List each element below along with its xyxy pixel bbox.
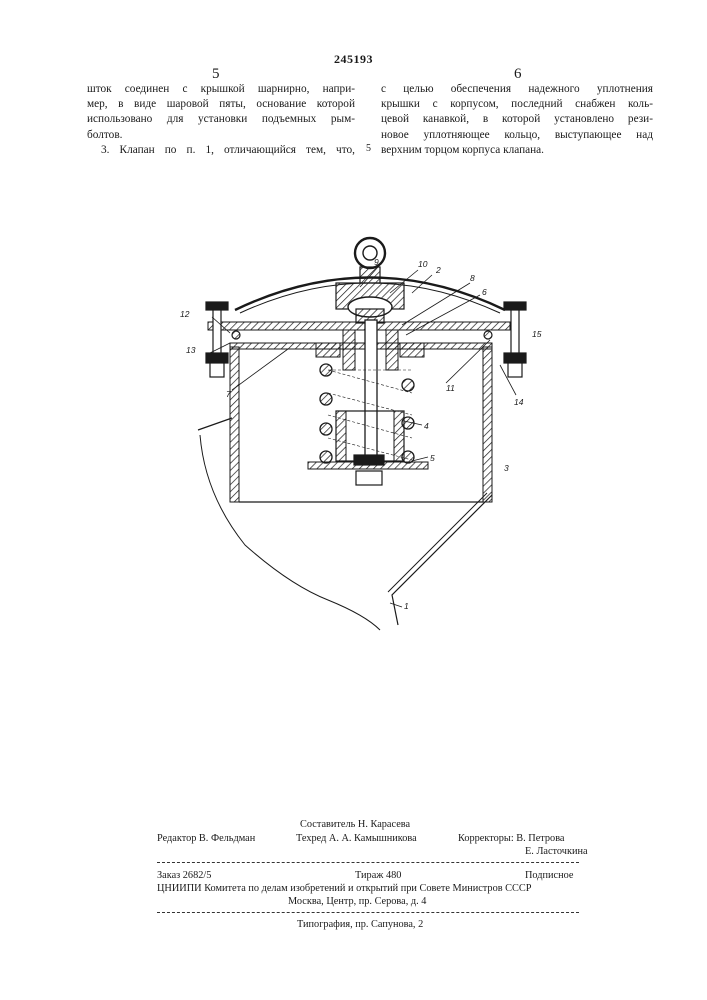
left-column-text: шток соединен с крышкой шарнирно, напри-… [87,82,355,158]
techred: Техред А. А. Камышникова [296,832,417,845]
address: Москва, Центр, пр. Серова, д. 4 [288,895,426,908]
label-9: 9 [374,257,379,267]
label-15: 15 [532,329,542,339]
right-column-text: с целью обеспечения надежного уплотнения… [381,82,653,158]
left-line: использовано для установки подъемных рым… [87,112,355,127]
left-line: болтов. [87,128,355,143]
valve-stem [365,320,377,460]
label-8: 8 [470,273,475,283]
left-line: 3. Клапан по п. 1, отличающийся тем, что… [87,143,355,158]
valve-drawing: 9 10 2 8 6 12 15 13 7 11 14 4 5 3 1 [150,225,550,635]
left-line: мер, в виде шаровой пяты, основание кото… [87,97,355,112]
label-11: 11 [446,383,455,393]
print-run: Тираж 480 [355,869,401,882]
label-7: 7 [226,389,231,399]
right-line: с целью обеспечения надежного уплотнения [381,82,653,97]
right-line: верхним торцом корпуса клапана. [381,143,653,158]
institute: ЦНИИПИ Комитета по делам изобретений и о… [157,882,579,895]
order-number: Заказ 2682/5 [157,869,211,882]
label-10: 10 [418,259,428,269]
left-line: шток соединен с крышкой шарнирно, напри- [87,82,355,97]
margin-line-number: 5 [366,143,371,154]
patent-number: 245193 [0,52,707,67]
label-3: 3 [504,463,509,473]
compiler: Составитель Н. Карасева [300,818,410,831]
top-flange [208,322,510,330]
divider [157,912,579,913]
label-2: 2 [435,265,441,275]
label-4: 4 [424,421,429,431]
label-13: 13 [186,345,196,355]
subscription: Подписное [525,869,573,882]
correctors: Корректоры: В. Петрова [458,832,565,845]
left-column-number: 5 [212,66,220,83]
right-line: крышки с корпусом, последний снабжен кол… [381,97,653,112]
printer: Типография, пр. Сапунова, 2 [297,918,423,931]
ball-joint [336,283,404,323]
editor: Редактор В. Фельдман [157,832,255,845]
right-line: новое уплотняющее кольцо, выступающее на… [381,128,653,143]
right-line: цевой канавкой, в которой установлено ре… [381,112,653,127]
label-6: 6 [482,287,487,297]
divider [157,862,579,863]
right-column-number: 6 [514,66,522,83]
label-12: 12 [180,309,190,319]
label-5: 5 [430,453,435,463]
label-1: 1 [404,601,409,611]
label-14: 14 [514,397,524,407]
correctors-second: Е. Ласточкина [525,845,588,858]
